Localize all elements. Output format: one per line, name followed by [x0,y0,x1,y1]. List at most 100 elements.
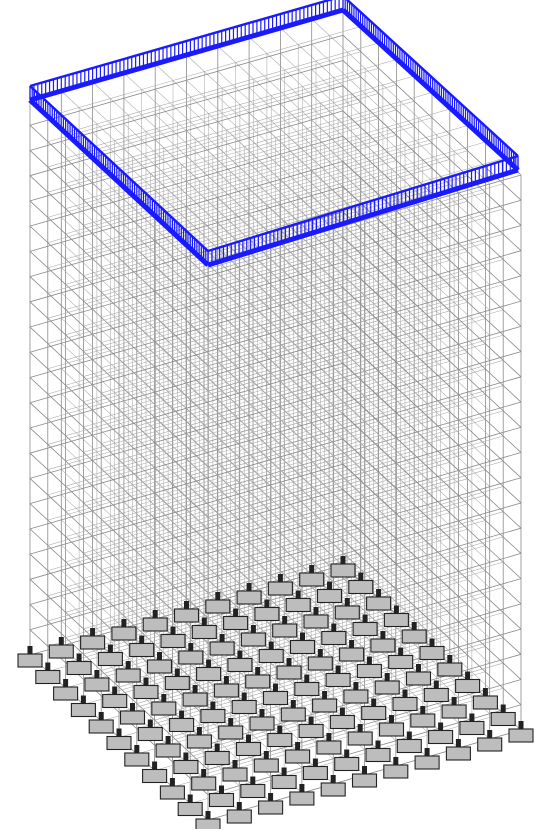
support-footing [195,811,221,829]
support-footing [191,617,217,640]
support-block [245,674,271,689]
support-pin [487,730,493,738]
support-pin [130,703,135,711]
support-footing [445,739,471,761]
support-pin [411,622,417,630]
support-pin [237,650,243,659]
frame-beam-b [342,85,522,251]
support-block [111,626,137,641]
support-block [253,758,279,773]
support-block [285,597,311,613]
support-block [119,710,146,725]
support-pin [45,662,51,671]
support-footing [124,745,150,767]
support-pin [259,709,265,717]
support-block [129,642,155,658]
frame-beam-b [342,60,522,226]
support-footing [405,664,432,686]
support-pin [420,706,426,714]
support-pin [205,811,211,819]
support-footing [329,707,355,730]
support-pin [482,688,488,696]
support-footing [227,650,253,673]
support-block [289,791,315,806]
support-footing [129,635,155,658]
support-pin [451,697,457,705]
support-footing [428,722,454,745]
support-pin [322,691,328,699]
frame-beam-b [311,523,490,689]
support-block [142,768,168,784]
support-pin [210,701,216,710]
support-footing [84,670,110,692]
support-footing [299,565,325,587]
support-pin [107,644,113,653]
support-pin [143,677,149,686]
support-pin [358,572,364,581]
support-pin [416,664,421,672]
frame-beam-b [311,119,490,286]
support-block [178,650,204,665]
support-pin [327,581,332,590]
support-pin [223,676,229,684]
support-block [410,713,436,728]
support-footing [280,700,306,722]
frame-beam-b [311,296,490,462]
support-pin [380,631,386,639]
support-block [267,732,293,748]
support-pin [331,623,337,632]
support-pin [309,565,315,573]
support-pin [438,722,444,731]
support-pin [27,646,33,654]
support-footing [182,685,208,707]
support-footing [53,679,79,701]
support-block [137,726,163,742]
load-line [207,167,519,268]
frame-beam-b [311,271,490,437]
support-footing [208,785,235,808]
support-footing [191,769,217,791]
support-footing [303,607,329,629]
support-block [325,672,351,688]
support-footing [267,574,293,596]
support-footing [410,706,436,728]
frame-beam-b [342,287,522,453]
support-block [312,698,338,713]
support-footing [155,736,181,758]
support-pin [263,751,269,759]
support-pin [236,802,242,810]
support-pin [357,724,363,732]
support-block [106,735,132,751]
support-pin [340,556,346,564]
support-block [226,809,252,824]
support-pin [286,658,292,666]
frame-beam-b [342,362,522,529]
support-footing [115,661,141,683]
support-pin [339,707,345,716]
support-block [388,654,414,670]
support-block [186,734,212,749]
support-footing [146,652,173,674]
support-block [383,612,409,628]
support-footing [186,727,212,749]
support-footing [142,610,168,632]
support-block [276,665,302,680]
support-footing [249,709,275,731]
support-block [280,707,306,722]
support-footing [330,556,356,578]
support-block [272,623,298,638]
support-block [231,699,257,715]
support-pin [165,736,171,744]
support-footing [276,658,302,680]
support-footing [321,623,347,646]
support-block [173,759,199,775]
support-footing [383,605,409,628]
support-footing [316,581,343,604]
support-pin [371,698,377,707]
support-pin [349,640,355,648]
support-block [160,633,186,649]
support-footing [339,640,365,662]
support-footing [361,698,387,721]
support-block [254,606,280,622]
support-block [334,605,360,620]
